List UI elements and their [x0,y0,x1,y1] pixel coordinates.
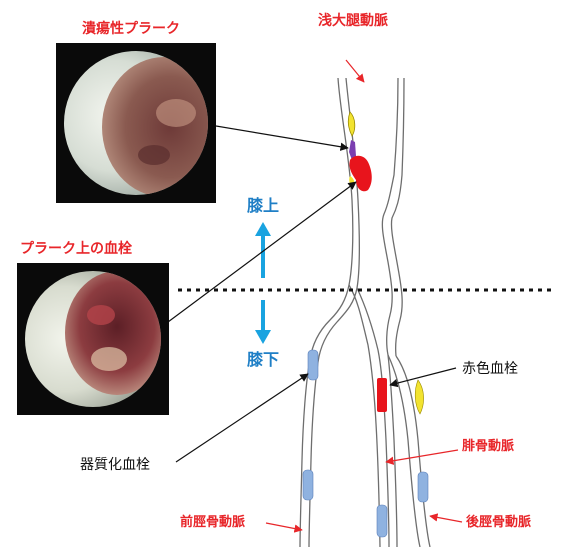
organized-thrombus-4 [418,472,428,502]
label-peroneal-artery: 腓骨動脈 [462,440,514,453]
organized-thrombi [303,350,428,537]
label-superficial-femoral-artery: 浅大腿動脈 [318,14,388,28]
tibial-branch-walls [300,285,430,547]
red-thrombus [377,378,387,412]
label-below-knee: 膝下 [247,352,279,368]
knee-arrows [255,222,271,344]
pointer-red-thrombus [390,368,456,385]
label-organized-thrombus: 器質化血栓 [80,458,150,472]
pointer-anterior-tibial [266,523,302,530]
pointer-posterior-tibial [430,516,462,522]
pointer-peroneal [386,450,458,462]
label-posterior-tibial-artery: 後脛骨動脈 [466,516,531,529]
femoral-artery-walls [310,78,404,362]
angioscopy-image-ulcer-plaque [56,43,216,203]
pointer-ulcer-plaque [216,126,348,148]
pointer-sfa [346,60,364,82]
organized-thrombus-2 [303,470,313,500]
label-anterior-tibial-artery: 前脛骨動脈 [180,516,245,529]
label-thrombus-on-plaque: プラーク上の血栓 [20,242,132,256]
organized-thrombus-1 [308,350,318,380]
angioscopy-view-1 [56,43,216,203]
label-above-knee: 膝上 [247,198,279,214]
angioscopy-image-thrombus-on-plaque [17,263,169,415]
label-red-thrombus: 赤色血栓 [462,362,518,376]
angioscopy-view-2 [17,263,169,415]
plaque-yellow-branch [415,380,423,414]
label-ulcer-plaque: 潰瘍性プラーク [82,22,180,36]
plaque-yellow-upper [348,112,355,136]
pointer-organized-thrombus [176,374,308,462]
organized-thrombus-3 [377,505,387,537]
